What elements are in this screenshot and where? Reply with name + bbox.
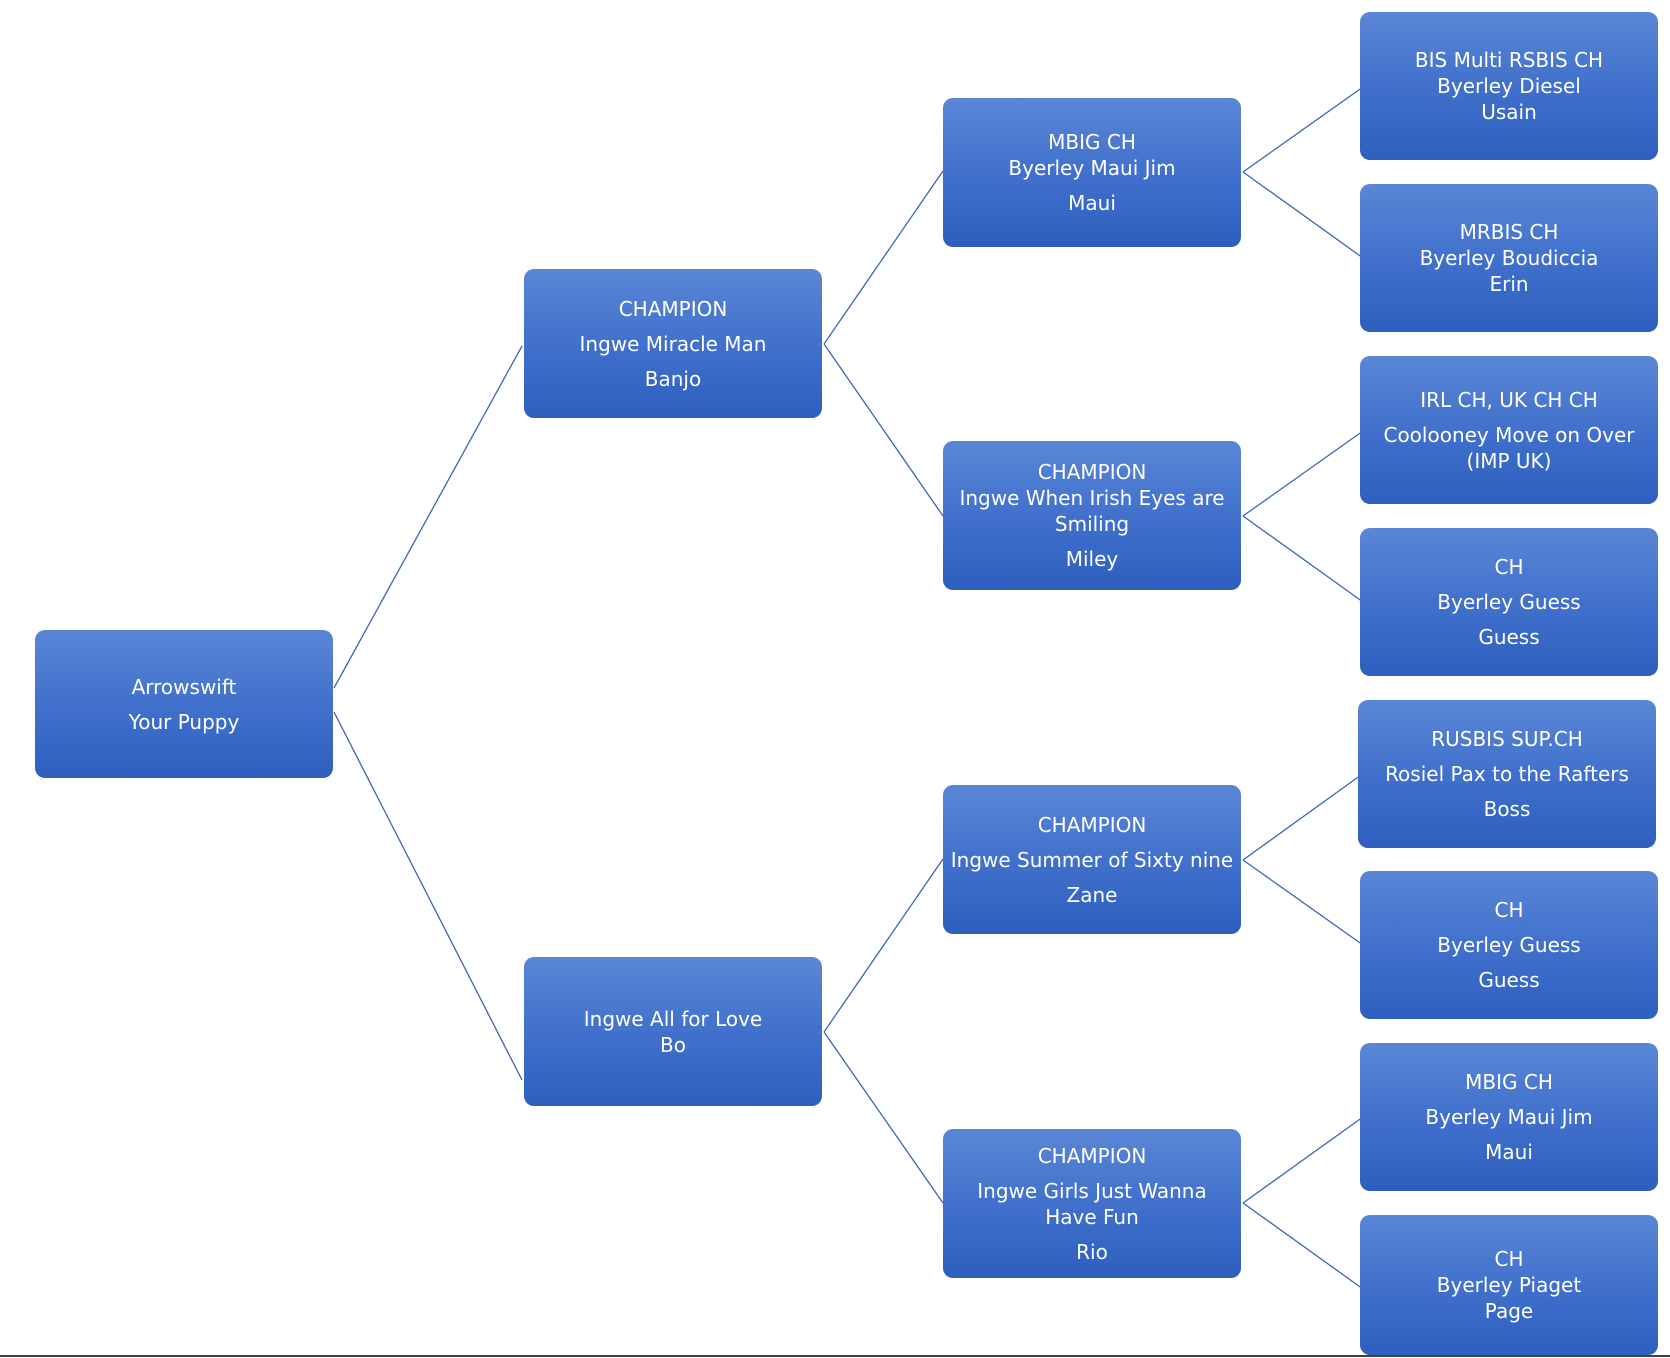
node-sd-sire: IRL CH, UK CH CH Coolooney Move on Over … [1360, 356, 1658, 504]
node-sd-sire-name: Coolooney Move on Over (IMP UK) [1383, 422, 1635, 473]
link-ss-ss-sire [1242, 86, 1364, 173]
node-dam-dam: CHAMPION Ingwe Girls Just Wanna Have Fun… [943, 1129, 1241, 1278]
node-sire-sire: MBIG CH Byerley Maui Jim Maui [943, 98, 1241, 247]
node-dam-name: Ingwe All for Love [583, 1006, 763, 1031]
node-ds-dam-name: Byerley Guess [1437, 933, 1581, 957]
node-sd-dam-name: Byerley Guess [1437, 590, 1581, 614]
node-dd-dam: CH Byerley Piaget Page [1360, 1215, 1658, 1355]
node-sire-dam-callname: Miley [1065, 547, 1119, 571]
node-ds-sire-title: RUSBIS SUP.CH [1431, 727, 1583, 751]
node-sire-name: Ingwe Miracle Man [579, 331, 767, 356]
link-dd-dd-dam [1242, 1202, 1364, 1290]
node-ss-dam-callname: Erin [1489, 272, 1529, 296]
node-dd-dam-title: CH [1494, 1247, 1524, 1271]
node-dam-sire: CHAMPION Ingwe Summer of Sixty nine Zane [943, 785, 1241, 934]
link-sire-sire-sire [823, 170, 944, 345]
node-sire: CHAMPION Ingwe Miracle Man Banjo [524, 269, 822, 418]
link-dam-dam-sire [823, 858, 944, 1033]
node-dd-sire-title: MBIG CH [1465, 1070, 1553, 1094]
node-puppy: Arrowswift Your Puppy [35, 630, 333, 778]
node-ss-sire-name: Byerley Diesel [1437, 74, 1581, 98]
node-dam-dam-name: Ingwe Girls Just Wanna Have Fun [977, 1178, 1207, 1229]
link-ds-ds-sire [1242, 774, 1362, 861]
node-sd-sire-title: IRL CH, UK CH CH [1420, 387, 1598, 412]
link-dam-dam-dam [823, 1031, 944, 1204]
bottom-border-line [0, 1355, 1670, 1357]
node-ss-sire-title: BIS Multi RSBIS CH [1414, 48, 1604, 72]
link-puppy-dam [333, 711, 523, 1081]
node-dd-dam-name: Byerley Piaget [1436, 1273, 1582, 1297]
link-dd-dd-sire [1242, 1116, 1364, 1204]
node-dam-dam-callname: Rio [1076, 1239, 1108, 1264]
node-puppy-callname: Your Puppy [128, 709, 240, 734]
node-sire-callname: Banjo [644, 366, 702, 391]
link-sd-sd-dam [1242, 515, 1364, 603]
node-dam-sire-name: Ingwe Summer of Sixty nine [950, 847, 1234, 872]
link-ds-ds-dam [1242, 859, 1364, 946]
node-ds-dam-callname: Guess [1478, 968, 1540, 992]
node-sire-dam-name: Ingwe When Irish Eyes are Smiling [959, 486, 1225, 536]
node-dd-sire-callname: Maui [1485, 1140, 1533, 1164]
link-sire-sire-dam [823, 343, 944, 517]
node-ss-dam: MRBIS CH Byerley Boudiccia Erin [1360, 184, 1658, 332]
link-puppy-sire [333, 345, 523, 689]
node-sd-dam-title: CH [1494, 555, 1524, 579]
node-ss-dam-title: MRBIS CH [1459, 220, 1559, 244]
node-dam-callname: Bo [660, 1032, 686, 1057]
node-ds-dam: CH Byerley Guess Guess [1360, 871, 1658, 1019]
node-ss-sire: BIS Multi RSBIS CH Byerley Diesel Usain [1360, 12, 1658, 160]
node-dam-sire-callname: Zane [1066, 882, 1118, 907]
node-puppy-name: Arrowswift [131, 674, 237, 699]
node-sd-dam: CH Byerley Guess Guess [1360, 528, 1658, 676]
node-ds-dam-title: CH [1494, 898, 1524, 922]
node-sd-dam-callname: Guess [1478, 625, 1540, 649]
node-sire-dam: CHAMPION Ingwe When Irish Eyes are Smili… [943, 441, 1241, 590]
node-sire-sire-title: MBIG CH [1048, 130, 1136, 154]
node-dd-sire-name: Byerley Maui Jim [1425, 1105, 1593, 1129]
link-ss-ss-dam [1242, 171, 1364, 259]
node-dd-sire: MBIG CH Byerley Maui Jim Maui [1360, 1043, 1658, 1191]
node-dam-sire-title: CHAMPION [1037, 812, 1147, 837]
node-sire-dam-title: CHAMPION [1037, 460, 1147, 484]
node-ds-sire: RUSBIS SUP.CH Rosiel Pax to the Rafters … [1358, 700, 1656, 848]
node-sire-sire-callname: Maui [1068, 191, 1116, 215]
node-dam-dam-title: CHAMPION [1037, 1143, 1147, 1168]
node-ss-sire-callname: Usain [1481, 100, 1537, 124]
node-ss-dam-name: Byerley Boudiccia [1419, 246, 1599, 270]
node-dam: Ingwe All for Love Bo [524, 957, 822, 1106]
node-ds-sire-callname: Boss [1483, 797, 1531, 821]
node-sire-title: CHAMPION [618, 296, 728, 321]
link-sd-sd-sire [1242, 430, 1364, 517]
node-ds-sire-name: Rosiel Pax to the Rafters [1385, 762, 1629, 786]
node-sire-sire-name: Byerley Maui Jim [1008, 156, 1176, 180]
node-dd-dam-callname: Page [1484, 1299, 1534, 1323]
